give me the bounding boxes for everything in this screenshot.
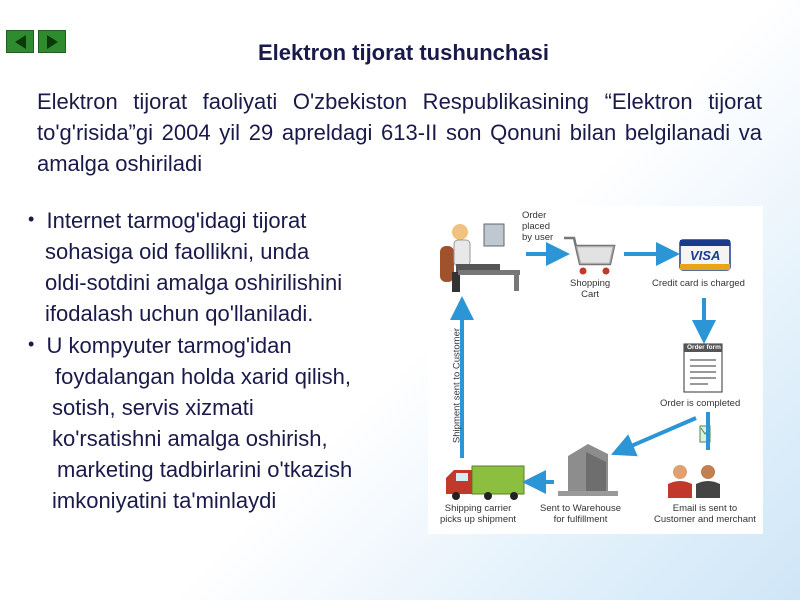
order-form-icon <box>683 343 723 393</box>
warehouse-icon <box>558 444 618 496</box>
shopping-cart-label: Shopping Cart <box>570 278 611 300</box>
arrow-right-icon <box>46 34 58 49</box>
arrow-form-to-warehouse <box>610 416 697 457</box>
bullet-item: • U kompyuter tarmog'idan foydalangan ho… <box>28 329 438 516</box>
bullet-line: ko'rsatishni amalga oshirish, <box>52 426 328 451</box>
diagram-graphics <box>440 223 731 500</box>
next-slide-button[interactable] <box>38 30 66 53</box>
order-completed-label: Order is completed <box>660 398 741 409</box>
intro-paragraph: Elektron tijorat faoliyati O'zbekiston R… <box>37 89 762 176</box>
bullet-line: imkoniyatini ta'minlaydi <box>52 488 277 513</box>
bullet-item: • Internet tarmog'idagi tijorat sohasiga… <box>28 204 438 329</box>
bullet-marker: • <box>28 334 35 354</box>
order-form-title: Order form <box>687 344 721 351</box>
shipment-label: Shipment sent to Customer <box>451 327 463 444</box>
bullet-line: sotish, servis xizmati <box>52 395 254 420</box>
bullet-list: • Internet tarmog'idagi tijorat sohasiga… <box>28 204 438 516</box>
bullet-line: U kompyuter tarmog'idan <box>46 333 292 358</box>
ecommerce-process-diagram: Order placed by user Shopping Cart VISA … <box>428 206 763 534</box>
arrow-left-icon <box>14 34 26 49</box>
warehouse-label: Sent to Warehouse for fulfillment <box>540 503 621 525</box>
slide-title: Elektron tijorat tushunchasi <box>258 40 549 65</box>
bullet-line: ifodalash uchun qo'llaniladi. <box>45 301 314 326</box>
computer-user-icon <box>440 223 520 292</box>
shipping-carrier-label: Shipping carrier picks up shipment <box>440 503 517 525</box>
customer-merchant-icon <box>668 465 720 498</box>
bullet-line: Internet tarmog'idagi tijorat <box>46 208 307 233</box>
bullet-line: oldi-sotdini amalga oshirilishini <box>45 270 343 295</box>
email-sent-label: Email is sent to Customer and merchant <box>654 503 756 525</box>
bullet-line: sohasiga oid faollikni, unda <box>45 239 310 264</box>
visa-logo-text: VISA <box>690 248 721 263</box>
bullet-line: foydalangan holda xarid qilish, <box>55 364 351 389</box>
order-placed-label: Order placed by user <box>522 210 554 243</box>
flow-arrows <box>450 242 716 494</box>
previous-slide-button[interactable] <box>6 30 34 53</box>
bullet-marker: • <box>28 209 35 229</box>
bullet-line: marketing tadbirlarini o'tkazish <box>57 457 353 482</box>
truck-icon <box>446 465 525 500</box>
credit-card-label: Credit card is charged <box>652 278 745 289</box>
visa-card-icon <box>679 239 731 271</box>
shopping-cart-icon <box>564 236 616 275</box>
